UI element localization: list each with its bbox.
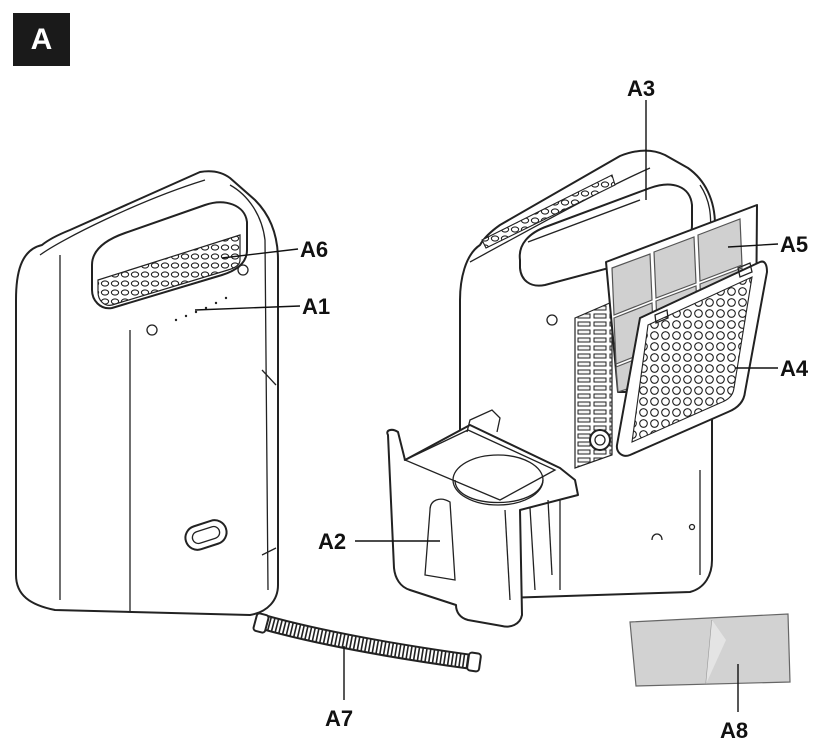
label-a3: A3: [627, 76, 655, 101]
label-a6: A6: [300, 237, 328, 262]
label-a4: A4: [780, 356, 809, 381]
document-a8: [630, 614, 790, 686]
label-a1: A1: [302, 294, 330, 319]
dehumidifier-front-unit: [16, 171, 278, 615]
label-a5: A5: [780, 232, 808, 257]
drain-hose-a7: [253, 613, 481, 672]
label-a7: A7: [325, 706, 353, 731]
label-a2: A2: [318, 529, 346, 554]
label-a8: A8: [720, 718, 748, 743]
